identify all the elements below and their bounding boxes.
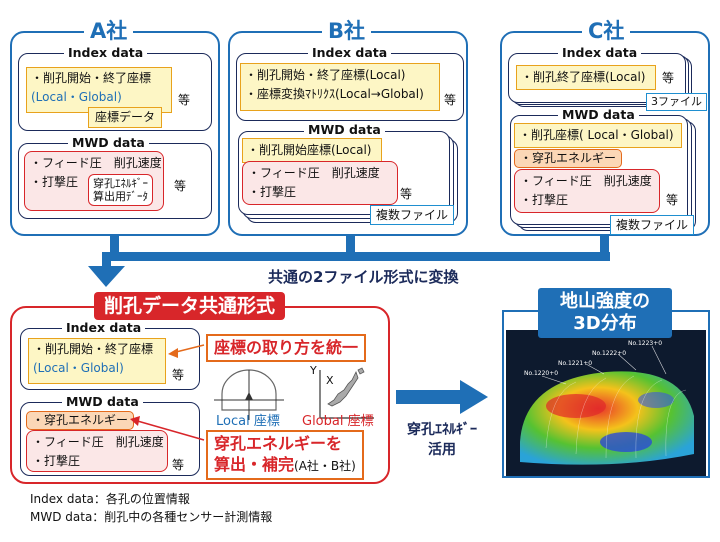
result-title-2: 3D分布	[573, 313, 637, 334]
a-mwd-item-2: ・打撃圧	[30, 175, 79, 189]
common-mwd-item-2: ・打撃圧	[32, 454, 81, 468]
common-energy-box: ・穿孔エネルギー	[26, 411, 135, 430]
connector-b	[346, 236, 355, 256]
station-label-4: No.1220+0	[524, 370, 559, 377]
common-mwd-item-1: ・フィード圧 削孔速度	[32, 435, 164, 449]
global-coord-diagram	[319, 367, 374, 419]
c-index-etc: 等	[662, 71, 675, 85]
c-energy-box: ・穿孔エネルギー	[514, 149, 623, 168]
b-files-label: 複数ファイル	[370, 205, 455, 225]
station-label-3: No.1221+0	[558, 360, 593, 367]
connector-c	[600, 236, 609, 256]
callout-coord-unify: 座標の取り方を統一	[206, 334, 367, 362]
a-index-etc: 等	[178, 93, 191, 107]
common-index-item-1: ・削孔開始・終了座標	[33, 342, 154, 356]
a-energy-label-1: 穿孔ｴﾈﾙｷﾞｰ	[93, 177, 148, 190]
legend-line-1: Index data：各孔の位置情報	[30, 492, 190, 506]
callout-energy-line-2: 算出・補完(A社・B社)	[214, 455, 356, 474]
local-coord-label: Local 座標	[216, 414, 280, 429]
common-mwd-etc: 等	[172, 458, 185, 472]
company-a-panel: Index data ・削孔開始・終了座標 (Local・Global) 等 座…	[10, 31, 220, 236]
b-mwd-item-3: ・打撃圧	[248, 185, 297, 199]
tunnel-3d-svg	[520, 345, 694, 465]
a-index-item-1: ・削孔開始・終了座標	[31, 71, 152, 85]
company-a-title: A社	[84, 19, 134, 43]
c-mwd-coord: ・削孔座標( Local・Global)	[514, 123, 682, 148]
common-format-panel: Index data ・削孔開始・終了座標 (Local・Global) 等 M…	[10, 306, 390, 484]
usage-arrow	[396, 380, 488, 414]
b-index-item-1: ・削孔開始・終了座標(Local)	[245, 68, 406, 82]
common-format-title: 削孔データ共通形式	[94, 292, 286, 320]
result-title-1: 地山強度の	[560, 291, 650, 312]
global-axis-x: X	[326, 374, 334, 387]
convert-bar	[102, 252, 610, 261]
c-index-title: Index data	[558, 46, 642, 60]
common-index-title: Index data	[62, 321, 146, 335]
b-mwd-values: ・フィード圧 削孔速度 ・打撃圧	[242, 161, 398, 205]
result-panel: No.1223+0 No.1222+0 No.1221+0 No.1220+0	[502, 310, 710, 478]
connector-a	[110, 236, 119, 256]
station-label-2: No.1222+0	[592, 350, 627, 357]
usage-label-1: 穿孔ｴﾈﾙｷﾞｰ	[407, 422, 477, 438]
b-index-items: ・削孔開始・終了座標(Local) ・座標変換ﾏﾄﾘｸｽ(Local→Globa…	[240, 63, 440, 111]
convert-label: 共通の2ファイル形式に変換	[268, 268, 459, 286]
a-index-coords: ・削孔開始・終了座標 (Local・Global)	[26, 67, 172, 113]
result-title: 地山強度の 3D分布	[538, 288, 672, 338]
a-mwd-item-1: ・フィード圧 削孔速度	[30, 156, 162, 170]
usage-label-2: 活用	[428, 442, 456, 458]
company-c-panel: Index data ・削孔終了座標(Local) 等 3ファイル MWD da…	[500, 31, 710, 236]
c-index-coord: ・削孔終了座標(Local)	[516, 65, 656, 90]
a-index-item-2: (Local・Global)	[31, 90, 122, 104]
company-b-panel: Index data ・削孔開始・終了座標(Local) ・座標変換ﾏﾄﾘｸｽ(…	[228, 31, 468, 236]
arrow-energy	[133, 419, 205, 441]
callout-energy: 穿孔エネルギーを 算出・補完(A社・B社)	[206, 430, 364, 480]
c-mwd-item-2: ・フィード圧 削孔速度	[520, 174, 652, 188]
local-coord-diagram	[214, 369, 284, 420]
c-mwd-values: ・フィード圧 削孔速度 ・打撃圧	[514, 169, 660, 213]
a-energy-data-box: 穿孔ｴﾈﾙｷﾞｰ 算出用ﾃﾞｰﾀ	[88, 174, 153, 206]
b-index-title: Index data	[308, 46, 392, 60]
c-files-3: 3ファイル	[646, 93, 707, 111]
convert-flow-arrow	[88, 236, 610, 287]
b-mwd-title: MWD data	[304, 123, 385, 137]
common-mwd-values: ・フィード圧 削孔速度 ・打撃圧	[26, 430, 168, 472]
callout-energy-line-1: 穿孔エネルギーを	[214, 434, 343, 453]
tunnel-3d-visual: No.1223+0 No.1222+0 No.1221+0 No.1220+0	[506, 330, 706, 476]
b-mwd-etc: 等	[400, 187, 413, 201]
common-mwd-title: MWD data	[62, 395, 143, 409]
a-mwd-title: MWD data	[68, 136, 149, 150]
a-index-title: Index data	[64, 46, 148, 60]
common-index-etc: 等	[172, 368, 185, 382]
c-mwd-item-3: ・打撃圧	[520, 193, 569, 207]
c-files-label: 複数ファイル	[610, 215, 695, 235]
global-axis-y: Y	[310, 364, 317, 377]
c-mwd-etc: 等	[666, 193, 679, 207]
a-energy-label-2: 算出用ﾃﾞｰﾀ	[93, 190, 148, 203]
company-c-title: C社	[582, 19, 631, 43]
station-label-1: No.1223+0	[628, 340, 663, 347]
b-index-item-2: ・座標変換ﾏﾄﾘｸｽ(Local→Global)	[245, 87, 424, 101]
common-index-item-2: (Local・Global)	[33, 361, 124, 375]
callout-energy-note: (A社・B社)	[294, 459, 356, 473]
a-mwd-etc: 等	[174, 179, 187, 193]
common-index-coords: ・削孔開始・終了座標 (Local・Global)	[28, 338, 166, 384]
down-arrowhead	[88, 266, 125, 287]
company-b-title: B社	[322, 19, 372, 43]
callout-arrows	[130, 344, 205, 441]
global-coord-label: Global 座標	[302, 414, 374, 429]
legend-line-2: MWD data：削孔中の各種センサー計測情報	[30, 510, 273, 524]
b-mwd-item-2: ・フィード圧 削孔速度	[248, 166, 380, 180]
down-shaft	[102, 252, 111, 272]
b-index-etc: 等	[444, 93, 457, 107]
a-coord-data-label: 座標データ	[88, 107, 163, 128]
c-mwd-title: MWD data	[558, 108, 639, 122]
legend: Index data：各孔の位置情報 MWD data：削孔中の各種センサー計測…	[30, 490, 272, 526]
usage-label: 穿孔ｴﾈﾙｷﾞｰ 活用	[394, 420, 490, 460]
